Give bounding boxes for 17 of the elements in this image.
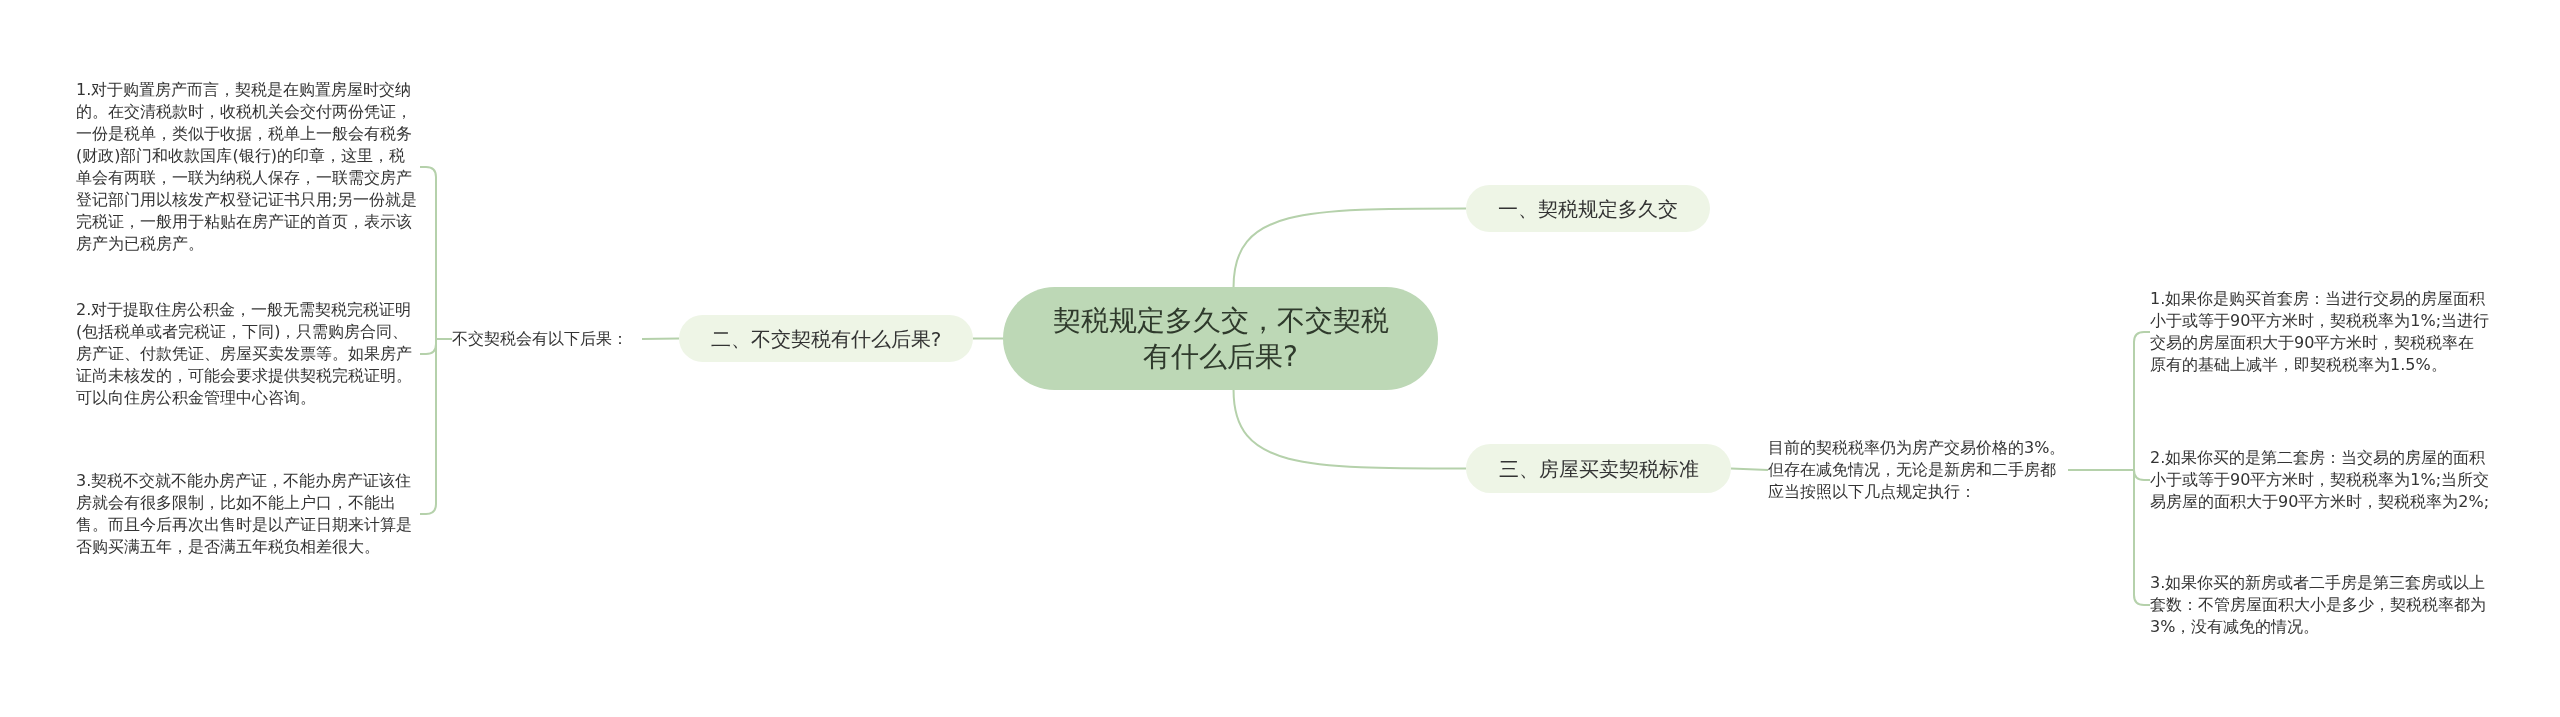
branch-topic: 三、房屋买卖契税标准 [1466,444,1731,493]
topic-text: 1.如果你是购买首套房：当进行交易的房屋面积小于或等于90平方米时，契税税率为1%;当进行交易的房屋面积大于90平方米时，契税税率在原有的基础上减半，即契税税率为1.5%。 [2150,274,2490,390]
connector-line [641,337,680,340]
topic-text: 1.对于购置房产而言，契税是在购置房屋时交纳的。在交清税款时，收税机关会交付两份凭证，一份是税单，类似于收据，税单上一般会有税务(财政)部门和收款国库(银行)的印章，这里，税单会有两联，一联为纳税人保存，一联需交房产登记部门用以核发产权登记证书只用;另一份就是完税证，一般用于粘贴在房产证的首页，表示该房产为已税房产。 [76,74,420,260]
topic-text: 2.如果你买的是第二套房：当交易的房屋的面积小于或等于90平方米时，契税税率为1%;当所交易房屋的面积大于90平方米时，契税税率为2%; [2150,434,2490,526]
topic-text: 2.对于提取住房公积金，一般无需契税完税证明(包括税单或者完税证，下同)，只需购房合同、房产证、付款凭证、房屋买卖发票等。如果房产证尚未核发的，可能会要求提供契税完税证明。可以向住房公积金管理中心咨询。 [76,296,420,412]
topic-text: 目前的契税税率仍为房产交易价格的3%。但存在减免情况，无论是新房和二手房都应当按照以下几点规定执行： [1768,432,2068,508]
topic-text: 3.如果你买的新房或者二手房是第三套房或以上套数：不管房屋面积大小是多少，契税税率都为3%，没有减免的情况。 [2150,566,2490,644]
connector-line [972,337,1004,340]
connector-line [1232,207,1467,288]
connector-line [1232,389,1467,470]
branch-topic: 一、契税规定多久交 [1466,185,1710,232]
central-topic: 契税规定多久交，不交契税有什么后果? [1003,287,1438,390]
topic-text: 不交契税会有以下后果： [452,322,642,356]
branch-topic: 二、不交契税有什么后果? [679,315,973,362]
connector-line [1730,467,1769,471]
topic-text: 3.契税不交就不能办房产证，不能办房产证该住房就会有很多限制，比如不能上户口，不能出售。而且今后再次出售时是以产证日期来计算是否购买满五年，是否满五年税负相差很大。 [76,456,420,572]
